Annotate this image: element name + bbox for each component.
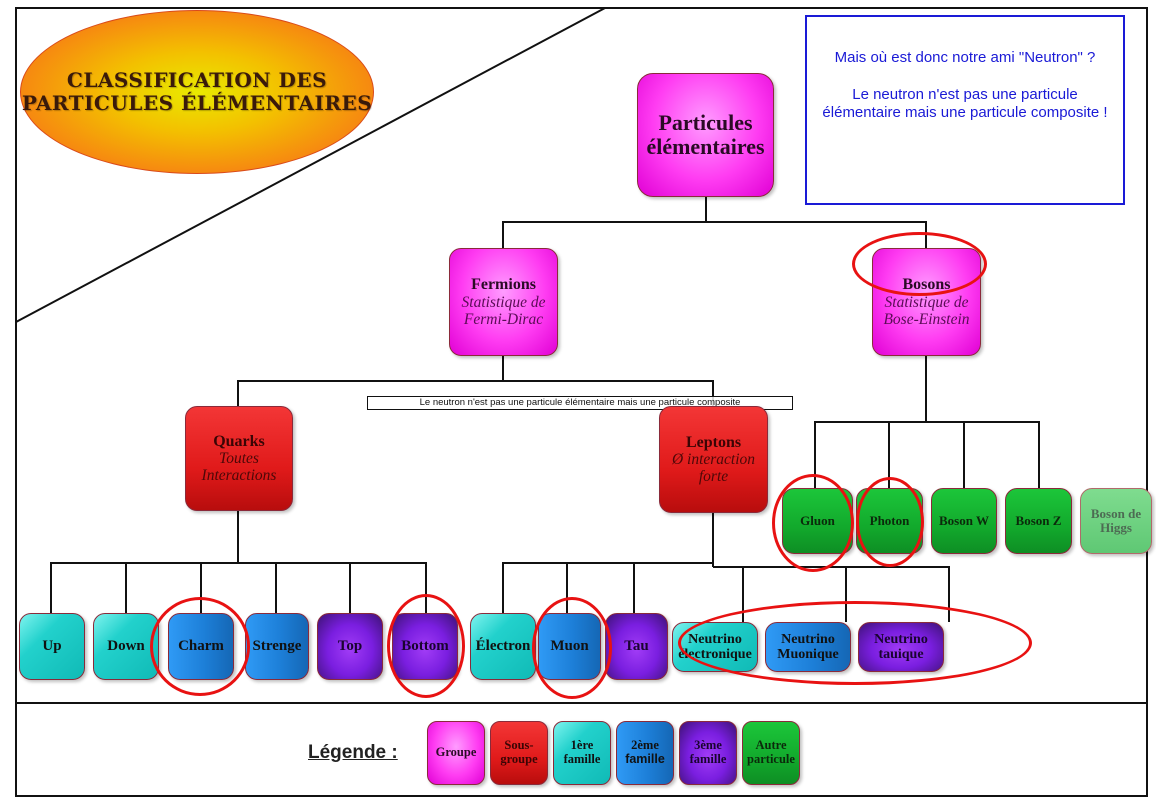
node-particules-elementaires: Particules élémentaires xyxy=(637,73,774,197)
node-boson-higgs: Boson de Higgs xyxy=(1080,488,1152,554)
node-label: Muon xyxy=(550,638,589,655)
connector-quarks-branch xyxy=(50,562,427,613)
node-label-line-1: Neutrino xyxy=(874,631,928,647)
node-tau: Tau xyxy=(605,613,668,680)
legend-item-sous-groupe: Sous- groupe xyxy=(490,721,548,785)
node-label: Électron xyxy=(475,638,531,655)
node-subtitle: Statistique de Fermi-Dirac xyxy=(461,293,546,328)
legend-item-famille-2: 2ème famille xyxy=(616,721,674,785)
node-fermions: Fermions Statistique de Fermi-Dirac xyxy=(449,248,558,356)
connector-fermions-branch xyxy=(237,380,714,406)
connector-neutrinos-branch xyxy=(713,566,950,622)
legend-title: Légende : xyxy=(308,742,398,763)
legend-label-line-1: Sous- xyxy=(504,738,534,753)
node-label: Fermions xyxy=(471,276,536,294)
node-subtitle: Ø interaction forte xyxy=(671,451,756,486)
legend-label-line-2: particule xyxy=(747,752,795,766)
title-line-2: PARTICULES ÉLÉMENTAIRES xyxy=(21,91,373,115)
node-neutrino-electronique: Neutrino électronique xyxy=(672,622,758,672)
node-leptons: Leptons Ø interaction forte xyxy=(659,406,768,513)
info-box: Mais où est donc notre ami "Neutron" ? L… xyxy=(805,15,1125,205)
node-label: Up xyxy=(42,638,62,655)
connector-leptons-branch xyxy=(502,562,713,613)
node-label: Photon xyxy=(869,512,910,528)
node-bosons: Bosons Statistique de Bose-Einstein xyxy=(872,248,981,356)
node-strenge: Strenge xyxy=(245,613,309,680)
node-boson-z: Boson Z xyxy=(1005,488,1072,554)
node-label-line-2: Muonique xyxy=(777,647,839,662)
node-neutrino-tauique: Neutrino tauique xyxy=(858,622,944,672)
node-label-line-1: Neutrino xyxy=(688,631,742,647)
node-charm: Charm xyxy=(168,613,234,680)
node-subtitle: Toutes Interactions xyxy=(201,450,277,485)
node-label: Particules élémentaires xyxy=(646,109,765,159)
node-boson-w: Boson W xyxy=(931,488,997,554)
node-muon: Muon xyxy=(538,613,601,680)
outer-frame xyxy=(15,7,1148,797)
legend-label-line-1: Autre xyxy=(755,738,787,753)
node-gluon: Gluon xyxy=(782,488,853,554)
node-label: Leptons xyxy=(685,433,742,451)
legend-label-line-2: famille xyxy=(689,752,727,766)
node-down: Down xyxy=(93,613,159,680)
legend-label-line-1: 1ère xyxy=(570,738,594,753)
title-ellipse: CLASSIFICATION DES PARTICULES ÉLÉMENTAIR… xyxy=(20,10,374,174)
node-label: Strenge xyxy=(252,638,302,655)
node-label: Down xyxy=(107,638,145,655)
node-label: Quarks xyxy=(213,432,265,450)
node-label: Bosons xyxy=(902,276,951,294)
node-label: Bottom xyxy=(401,638,449,655)
node-label: Gluon xyxy=(800,512,835,528)
node-label: Top xyxy=(337,638,363,655)
connector-root-branch xyxy=(502,221,927,248)
legend-item-groupe: Groupe xyxy=(427,721,485,785)
info-answer: Le neutron n'est pas une particule éléme… xyxy=(822,86,1108,121)
legend-item-autre-particule: Autre particule xyxy=(742,721,800,785)
node-label: Boson W xyxy=(939,512,989,528)
node-label: Charm xyxy=(178,638,224,655)
legend-item-famille-1: 1ère famille xyxy=(553,721,611,785)
node-neutrino-muonique: Neutrino Muonique xyxy=(765,622,851,672)
node-electron: Électron xyxy=(470,613,536,680)
legend-label-line-1: 2ème xyxy=(631,738,659,753)
legend-label-line-2: famille xyxy=(563,752,601,766)
legend-label-line-2: famille xyxy=(625,752,665,766)
legend-item-famille-3: 3ème famille xyxy=(679,721,737,785)
title-diagonal xyxy=(15,7,606,323)
node-quarks: Quarks Toutes Interactions xyxy=(185,406,293,511)
info-question: Mais où est donc notre ami "Neutron" ? xyxy=(834,49,1096,66)
title-line-1: CLASSIFICATION DES xyxy=(66,68,328,92)
legend-label-line-1: Groupe xyxy=(435,745,477,760)
node-label: Tau xyxy=(624,638,649,655)
node-label-line-2: électronique xyxy=(678,647,752,662)
connector-bosons-branch xyxy=(814,421,1040,488)
node-bottom: Bottom xyxy=(392,613,458,680)
node-label-line-1: Boson de xyxy=(1090,505,1142,521)
node-label-line-1: Neutrino xyxy=(781,631,835,647)
node-top: Top xyxy=(317,613,383,680)
node-up: Up xyxy=(19,613,85,680)
legend-label-line-1: 3ème xyxy=(694,738,722,753)
node-label: Boson Z xyxy=(1015,512,1062,528)
node-label-line-2: Higgs xyxy=(1100,520,1132,535)
node-subtitle: Statistique de Bose-Einstein xyxy=(883,293,970,328)
node-label-line-2: tauique xyxy=(878,647,924,662)
legend-label-line-2: groupe xyxy=(500,752,538,766)
node-photon: Photon xyxy=(856,488,923,554)
